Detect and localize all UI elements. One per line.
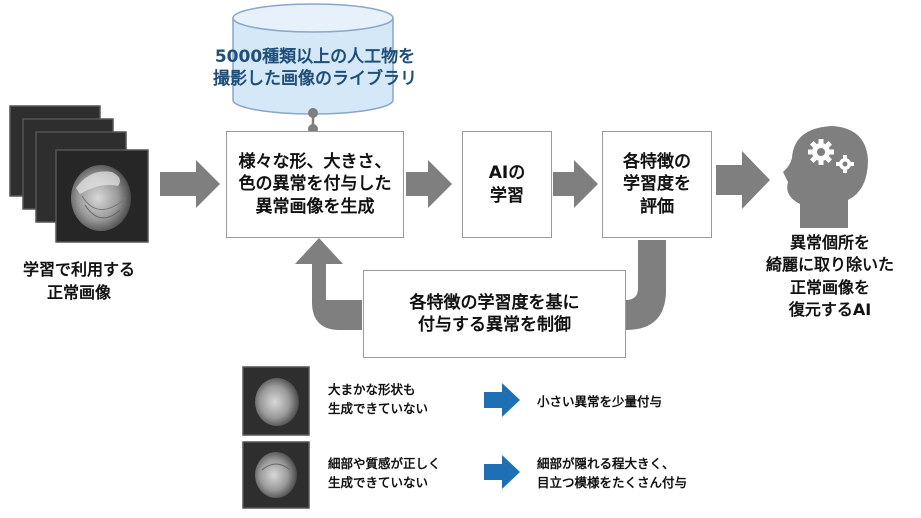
generate-anomaly-box: 様々な形、大きさ、 色の異常を付与した 異常画像を生成 [226, 131, 404, 238]
database-cylinder-icon [232, 3, 394, 115]
case-arrow-2 [484, 455, 520, 489]
control-anomaly-box: 各特徴の学習度を基に 付与する異常を制御 [363, 270, 626, 358]
case-thumbnail-detail [242, 441, 310, 509]
case-thumbnail-coarse [242, 366, 310, 436]
case-arrow-1 [484, 383, 520, 417]
arrow-generate-to-ai [406, 160, 452, 208]
ai-head-gears-icon [783, 126, 868, 228]
arrow-evaluate-to-result [716, 151, 770, 209]
feedback-loop-arrow [295, 238, 666, 330]
case-2-action: 細部が隠れる程大きく、 目立つ模様をたくさん付与 [537, 456, 688, 491]
arrow-ai-to-evaluate [553, 160, 598, 208]
case-1-action: 小さい異常を少量付与 [537, 394, 663, 409]
result-ai-label: 異常個所を 綺麗に取り除いた 正常画像を 復元するAI [765, 233, 894, 320]
training-image-stack [9, 105, 149, 243]
evaluate-features-box: 各特徴の 学習度を 評価 [602, 131, 712, 238]
case-1-condition: 大まかな形状も 生成できていない [328, 382, 429, 417]
library-label: 5000種類以上の人工物を 撮影した画像のライブラリ [213, 47, 417, 90]
case-2-condition: 細部や質感が正しく 生成できていない [328, 456, 441, 491]
training-images-label: 学習で利用する 正常画像 [22, 260, 135, 303]
ai-learning-box: AIの 学習 [462, 131, 552, 238]
arrow-images-to-generate [160, 160, 220, 208]
